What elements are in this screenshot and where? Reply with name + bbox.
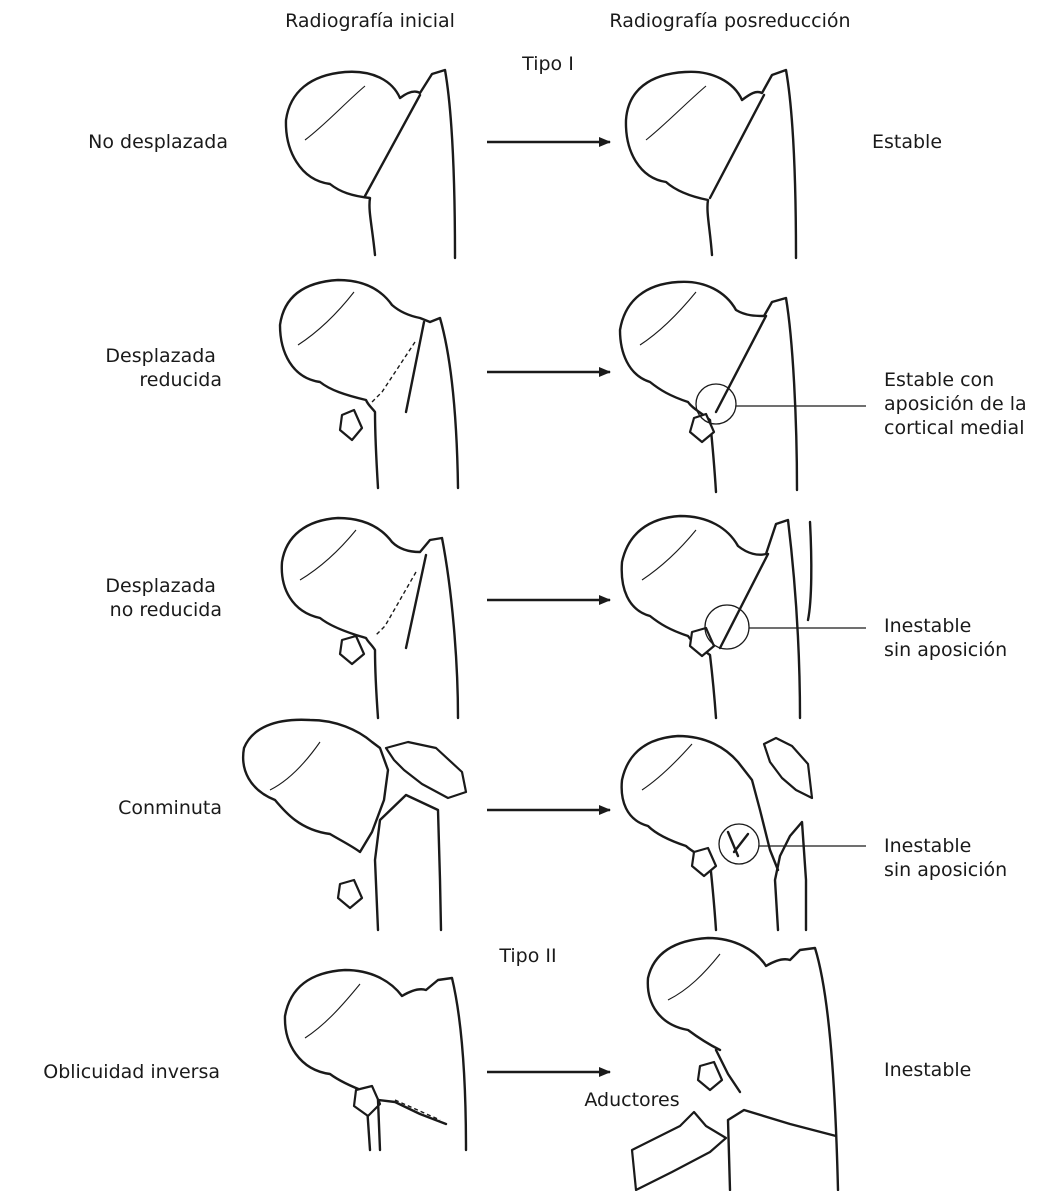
row-conminuta: Conminuta Inestable sin aposición bbox=[118, 720, 1007, 930]
femur-initial bbox=[280, 280, 458, 488]
femur-initial bbox=[286, 70, 455, 258]
row-result: Estable bbox=[872, 131, 942, 153]
femur-post bbox=[626, 70, 796, 258]
row-result: Estable con aposición de la cortical med… bbox=[884, 369, 1033, 439]
femur-initial bbox=[243, 720, 466, 930]
row-desplazada-no-reducida: Desplazada no reducida Inestable sin apo… bbox=[105, 516, 1007, 718]
row-result: Inestable sin aposición bbox=[884, 615, 1007, 661]
row-label: Conminuta bbox=[118, 797, 222, 819]
row-label: No desplazada bbox=[88, 131, 228, 153]
femur-post bbox=[622, 736, 866, 930]
femur-post bbox=[622, 516, 866, 718]
row-label: Desplazada reducida bbox=[105, 345, 222, 391]
row-desplazada-reducida: Desplazada reducida Estable con aposició… bbox=[105, 280, 1032, 492]
type-heading-1: Tipo I bbox=[521, 53, 574, 75]
column-header-initial: Radiografía inicial bbox=[285, 10, 455, 32]
muscle-label: Aductores bbox=[584, 1089, 679, 1111]
row-label: Desplazada no reducida bbox=[105, 575, 222, 621]
column-header-post: Radiografía posreducción bbox=[609, 10, 850, 32]
row-result: Inestable bbox=[884, 1059, 971, 1081]
row-label: Oblicuidad inversa bbox=[43, 1061, 220, 1083]
row-result: Inestable sin aposición bbox=[884, 835, 1007, 881]
femur-post bbox=[620, 282, 866, 492]
femur-initial bbox=[285, 970, 466, 1150]
femur-post bbox=[632, 938, 838, 1190]
row-oblicuidad-inversa: Oblicuidad inversa Aductores Inestable bbox=[43, 938, 971, 1190]
type-heading-2: Tipo II bbox=[498, 945, 556, 967]
femur-initial bbox=[282, 518, 458, 718]
row-no-desplazada: No desplazada Estable bbox=[88, 70, 942, 258]
